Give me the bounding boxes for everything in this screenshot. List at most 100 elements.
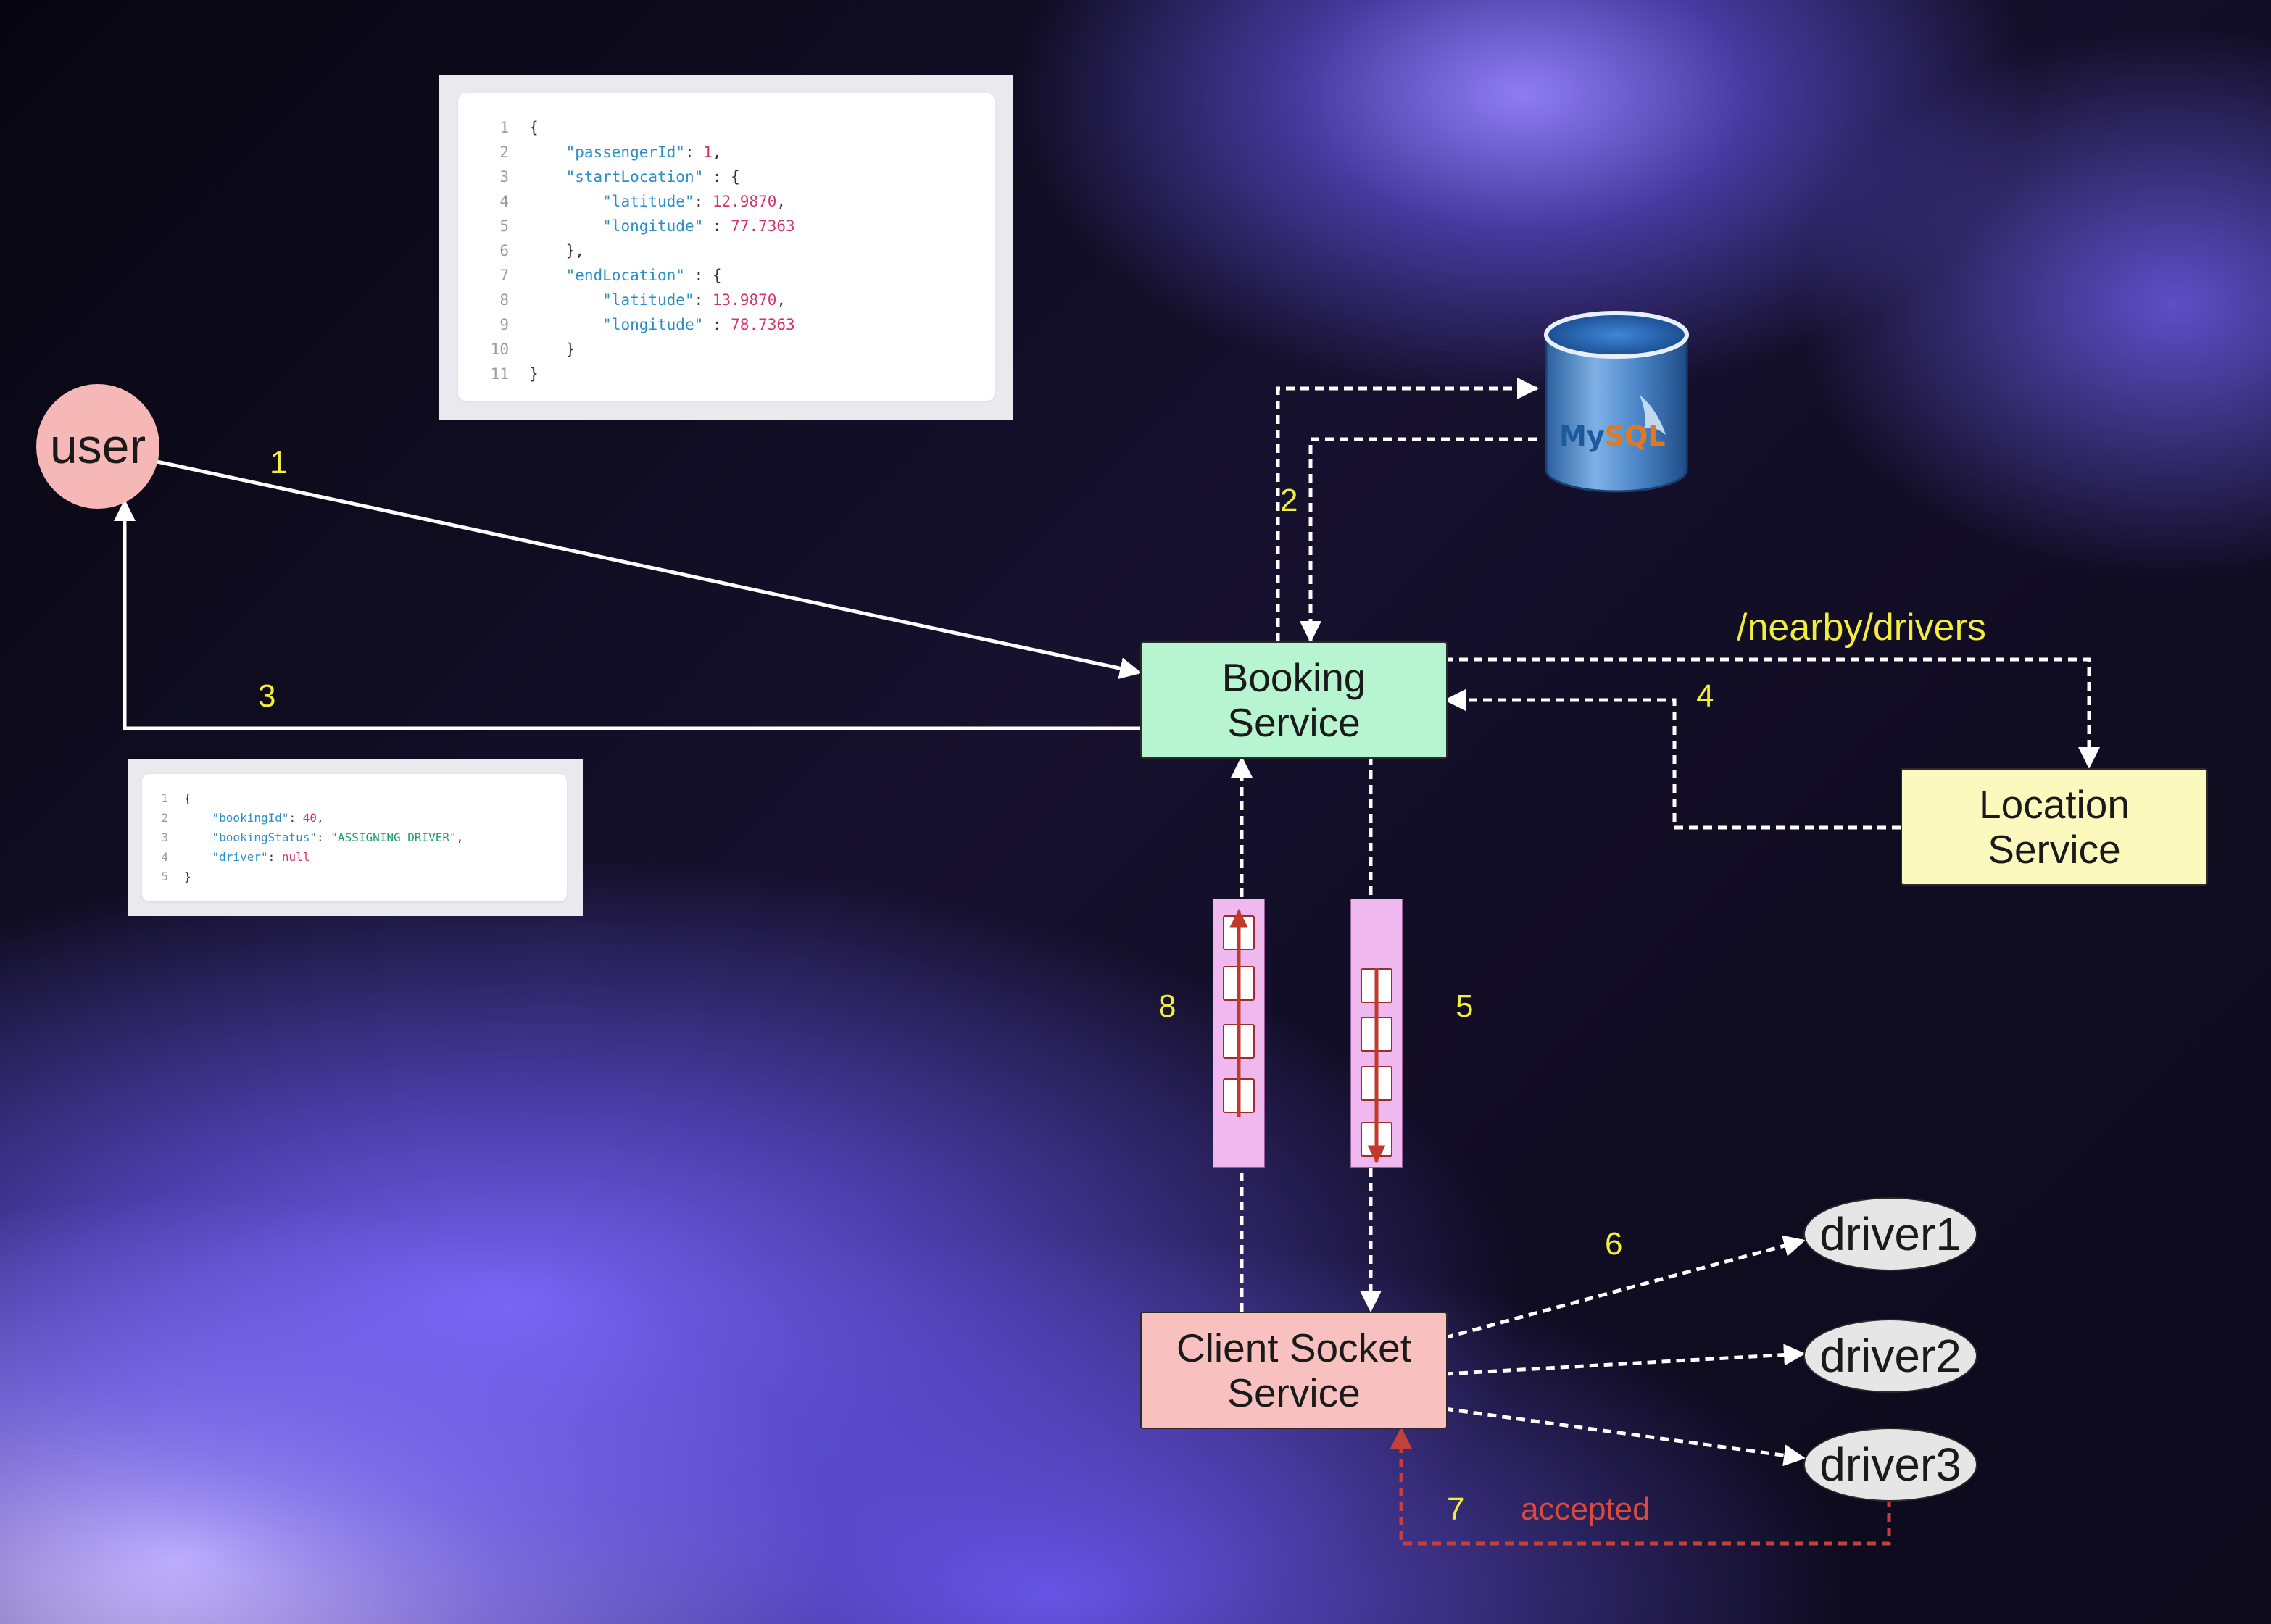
response-code-token: "bookingStatus" xyxy=(212,830,317,844)
request-code-line: 9 "longitude" : 78.7363 xyxy=(480,312,795,337)
request-code-token: "passengerId" xyxy=(565,143,685,161)
request-code-token: "latitude" xyxy=(602,291,694,309)
location-service-node: Location Service xyxy=(1901,768,2208,886)
mysql-label: MySQL xyxy=(1559,420,1665,452)
request-code-token: } xyxy=(529,365,539,383)
response-code-token: "driver" xyxy=(212,850,268,864)
request-code-token xyxy=(529,189,602,214)
request-code-line: 2 "passengerId": 1, xyxy=(480,140,795,165)
queue-flow-arrow-down xyxy=(1367,968,1386,1164)
step-7-label: 7 xyxy=(1447,1491,1465,1527)
response-code-token xyxy=(184,847,212,867)
client-socket-label-line1: Client Socket xyxy=(1176,1325,1412,1370)
request-code-token: 78.7363 xyxy=(731,316,795,333)
response-code-token: : xyxy=(288,811,303,825)
booking-service-node: Booking Service xyxy=(1140,641,1448,759)
request-line-number: 7 xyxy=(499,267,509,284)
response-line-number: 5 xyxy=(161,870,168,883)
driver2-node: driver2 xyxy=(1803,1319,1977,1393)
client-socket-label-line2: Service xyxy=(1227,1370,1361,1415)
accepted-label: accepted xyxy=(1521,1491,1651,1527)
mysql-database-icon: MySQL xyxy=(1544,311,1689,493)
response-line-number: 4 xyxy=(161,850,168,864)
edge-location-to-booking xyxy=(1444,689,1901,830)
response-code-token: "bookingId" xyxy=(212,811,289,825)
request-code-token: 12.9870 xyxy=(712,193,777,210)
request-code-token: "endLocation" xyxy=(565,267,685,284)
edge-booking-to-location xyxy=(1445,657,2100,769)
request-code-token: 77.7363 xyxy=(731,217,795,235)
queue-booking-updates xyxy=(1213,899,1265,1168)
response-code-token: , xyxy=(317,811,324,825)
response-code-token: { xyxy=(184,791,191,805)
step-2-label: 2 xyxy=(1280,483,1298,518)
response-code-token: , xyxy=(456,830,464,844)
response-line-number: 1 xyxy=(161,791,168,805)
response-line-number: 2 xyxy=(161,811,168,825)
edge-mysql-to-booking xyxy=(1300,437,1537,643)
request-line-number: 8 xyxy=(499,291,509,309)
request-code-token: "longitude" xyxy=(602,316,704,333)
edge-booking-to-mysql xyxy=(1276,378,1539,641)
request-payload-panel: 1{2 "passengerId": 1,3 "startLocation" :… xyxy=(458,93,995,401)
response-line-number: 3 xyxy=(161,830,168,844)
request-code-token: 13.9870 xyxy=(712,291,777,309)
request-code-token: }, xyxy=(529,242,584,259)
driver3-node: driver3 xyxy=(1803,1428,1977,1502)
edge-user-to-booking xyxy=(153,459,1142,679)
request-line-number: 6 xyxy=(499,242,509,259)
request-line-number: 9 xyxy=(499,316,509,333)
step-5-label: 5 xyxy=(1456,988,1474,1024)
response-code-token: } xyxy=(184,870,191,883)
edge-socket-to-driver3 xyxy=(1444,1407,1806,1467)
request-code-token: } xyxy=(529,341,576,358)
request-code-line: 11} xyxy=(480,362,795,386)
queue-driver-requests xyxy=(1350,899,1403,1168)
location-service-label-line2: Service xyxy=(1988,827,2121,872)
request-code-line: 6 }, xyxy=(480,238,795,263)
response-code-token: : xyxy=(317,830,331,844)
request-line-number: 2 xyxy=(499,143,509,161)
user-label: user xyxy=(49,419,146,474)
mysql-label-part2: SQL xyxy=(1605,420,1666,452)
request-code-token: , xyxy=(776,291,786,309)
response-code-line: 2 "bookingId": 40, xyxy=(154,808,463,828)
response-code-line: 5} xyxy=(154,867,463,886)
client-socket-service-node: Client Socket Service xyxy=(1140,1312,1448,1429)
nearby-drivers-label: /nearby/drivers xyxy=(1737,607,1986,649)
mysql-label-part1: My xyxy=(1559,420,1605,452)
request-code-line: 8 "latitude": 13.9870, xyxy=(480,288,795,312)
response-payload-panel: 1{2 "bookingId": 40,3 "bookingStatus": "… xyxy=(142,774,567,901)
request-code-token: "startLocation" xyxy=(565,168,704,186)
response-code-line: 4 "driver": null xyxy=(154,847,463,867)
driver1-label: driver1 xyxy=(1819,1208,1961,1260)
response-code-line: 1{ xyxy=(154,788,463,808)
request-code-token: "longitude" xyxy=(602,217,704,235)
response-code-token xyxy=(184,828,212,847)
response-code-token: 40 xyxy=(302,811,317,825)
response-code-token: null xyxy=(281,850,310,864)
booking-service-label-line1: Booking xyxy=(1221,655,1366,700)
response-code-token: "ASSIGNING_DRIVER" xyxy=(331,830,457,844)
driver2-label: driver2 xyxy=(1819,1330,1961,1382)
booking-service-label-line2: Service xyxy=(1227,700,1361,745)
user-node: user xyxy=(36,384,159,509)
request-code-token: , xyxy=(712,143,722,161)
location-service-label-line1: Location xyxy=(1979,782,2130,827)
edge-socket-to-driver1 xyxy=(1444,1235,1806,1340)
request-line-number: 11 xyxy=(490,365,509,383)
request-code-token xyxy=(529,288,602,312)
request-code-line: 4 "latitude": 12.9870, xyxy=(480,189,795,214)
request-code-line: 3 "startLocation" : { xyxy=(480,165,795,189)
request-code-token xyxy=(529,214,602,238)
step-4-label: 4 xyxy=(1696,678,1714,714)
request-line-number: 4 xyxy=(499,193,509,210)
request-code-token: : xyxy=(684,143,704,161)
request-line-number: 3 xyxy=(499,168,509,186)
step-8-label: 8 xyxy=(1158,988,1176,1024)
request-line-number: 1 xyxy=(499,119,509,136)
queue-flow-arrow-up xyxy=(1229,909,1248,1117)
driver3-label: driver3 xyxy=(1819,1438,1961,1491)
request-code-line: 10 } xyxy=(480,337,795,362)
request-code-token: 1 xyxy=(703,143,713,161)
